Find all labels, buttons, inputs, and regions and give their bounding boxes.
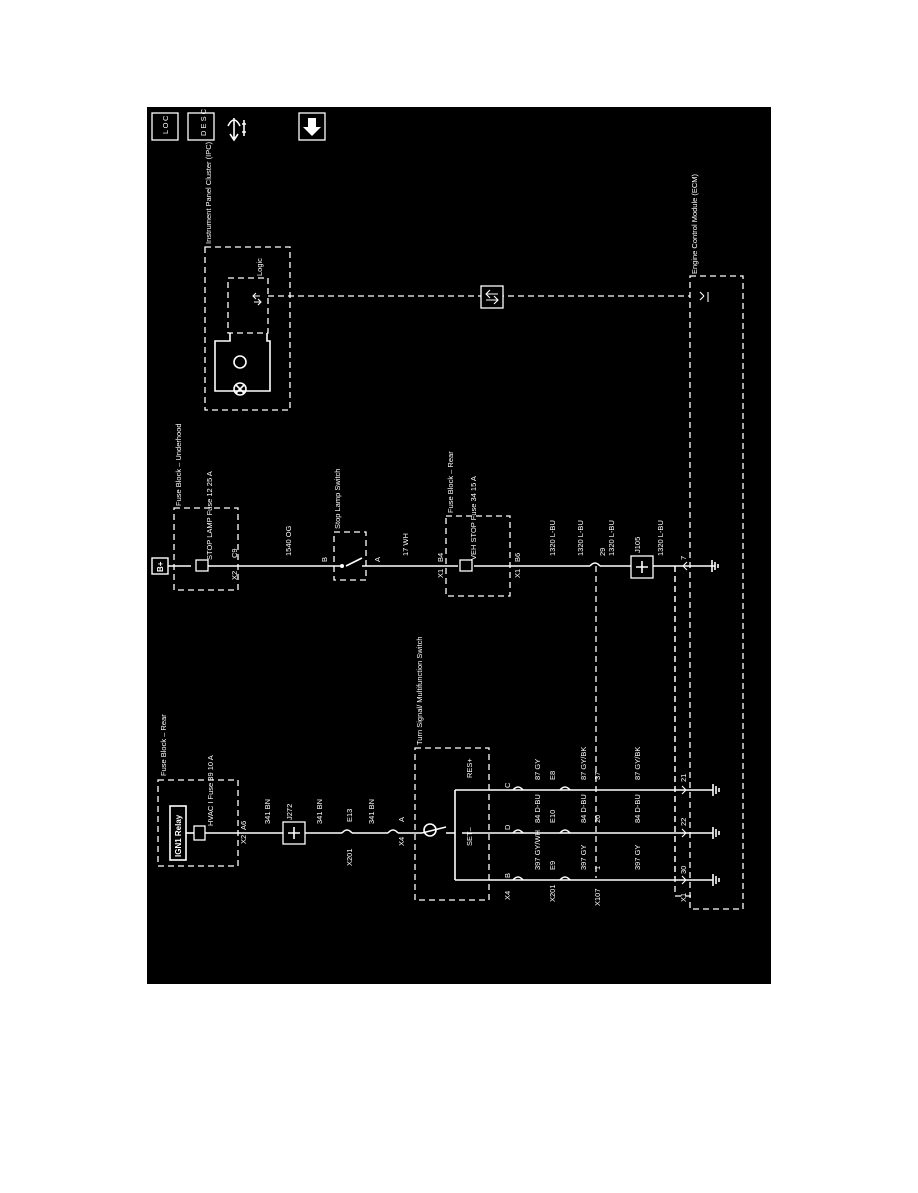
ipc-name: Instrument Panel Cluster (IPC) — [204, 141, 213, 244]
wire-label: B — [503, 873, 512, 878]
wire-label: X1 — [436, 569, 445, 578]
harness-87: 87 GY E8 87 GY/BK 37 87 GY/BK 21 — [490, 747, 710, 791]
splice-j105: J105 — [630, 537, 654, 579]
wire-label: 17 WH — [401, 533, 410, 556]
ecm-name: Engine Control Module (ECM) — [690, 173, 699, 274]
battery-label: B+ — [156, 561, 165, 572]
wire-label: X4 — [397, 837, 406, 846]
stop-lamp-switch: Stop Lamp Switch B A — [320, 469, 388, 581]
wire-label: 84 D-BU — [533, 794, 542, 823]
rear-right-block-label: Fuse Block – Rear — [446, 451, 455, 513]
ipc-logic-label: Logic — [255, 258, 264, 276]
wire-label: 20 — [593, 815, 602, 823]
wire-label: X2 — [230, 571, 239, 580]
harness-397: 397 GY/WH E9 397 GY 1 397 GY 30 — [490, 830, 710, 881]
cruise-indicator-icon — [233, 355, 247, 369]
wire-label: 1540 OG — [284, 525, 293, 556]
wire-label: J272 — [285, 804, 294, 820]
wire-label: B4 — [436, 553, 445, 562]
wire-label: B6 — [513, 553, 522, 562]
wire-label: A — [373, 557, 382, 562]
locator-button[interactable]: L O C — [151, 112, 179, 141]
wire-label: B — [320, 557, 329, 562]
wire-label: 1320 L-BU — [656, 520, 665, 556]
ecm-module: Engine Control Module (ECM) — [689, 173, 744, 910]
wire-label: X201 — [345, 848, 354, 866]
battery-terminal: B+ — [151, 557, 169, 575]
wire-label: 341 BN — [263, 799, 272, 824]
description-label: D E S C — [199, 108, 208, 136]
down-arrow-button[interactable] — [298, 112, 326, 141]
wire-label: 37 — [593, 772, 602, 780]
stop-switch-label: Stop Lamp Switch — [333, 469, 342, 529]
wire-label: J105 — [633, 537, 642, 553]
wire-label: 84 D-BU — [633, 794, 642, 823]
underhood-block-label: Fuse Block – Underhood — [174, 423, 183, 506]
wire-label: E9 — [548, 861, 557, 870]
down-arrow-icon — [303, 118, 321, 136]
wire-label: X107 — [593, 888, 602, 906]
serial-data-icon — [480, 285, 504, 309]
ground-icon — [709, 560, 719, 572]
wire-label: 87 GY — [533, 759, 542, 780]
wire-label: 341 BN — [315, 799, 324, 824]
wire-label: 1320 L-BU — [548, 520, 557, 556]
veh-stop-fuse-icon — [459, 559, 473, 572]
res-label: RES+ — [465, 758, 474, 778]
wire-label: X1 — [679, 893, 688, 902]
wire-label: E13 — [345, 809, 354, 822]
splice-j272: J272 — [282, 804, 306, 845]
wire-label: 7 — [679, 556, 688, 560]
underhood-fuse-label: STOP LAMP Fuse 12 25 A — [205, 471, 214, 560]
wire-label: 397 GY/WH — [533, 830, 542, 870]
wire-label: 84 D-BU — [579, 794, 588, 823]
set-label: SET– — [465, 826, 474, 846]
wire-label: X4 — [503, 891, 512, 900]
ign1-relay-label: IGN1 Relay — [174, 814, 183, 857]
turn-signal-multifunction-switch: Turn Signal/ Multifunction Switch SET– R… — [414, 636, 490, 901]
wire-label: 1320 L-BU — [607, 520, 616, 556]
diagram-panel — [147, 107, 771, 984]
wire-label: D — [503, 824, 512, 830]
wire-label: E10 — [548, 810, 557, 823]
wire-label: 87 GY/BK — [633, 747, 642, 780]
wire-label: 341 BN — [367, 799, 376, 824]
schematic-icon[interactable] — [227, 118, 246, 142]
wire-label: C — [503, 782, 512, 788]
description-button[interactable]: D E S C — [187, 108, 215, 141]
wire-label: A — [397, 817, 406, 822]
turn-switch-label: Turn Signal/ Multifunction Switch — [415, 636, 424, 745]
locator-label: L O C — [161, 115, 170, 134]
wire-label: X1 — [513, 569, 522, 578]
hvac-fuse-label: HVAC I Fuse 39 10 A — [206, 755, 215, 826]
wire-label: E8 — [548, 771, 557, 780]
indicator-lamp-icon — [233, 382, 247, 396]
harness-84: 84 D-BU E10 84 D-BU 20 84 D-BU 22 — [490, 794, 710, 834]
fuse-block-rear-left: Fuse Block – Rear IGN1 Relay HVAC I Fuse… — [157, 714, 248, 867]
fuse-block-rear-right: Fuse Block – Rear VEH STOP Fuse 34 15 A … — [436, 451, 522, 597]
rear-left-block-label: Fuse Block – Rear — [159, 714, 168, 776]
wire-label: 87 GY/BK — [579, 747, 588, 780]
ground-icon-row — [710, 784, 720, 886]
wire-label: 397 GY — [633, 845, 642, 870]
wire-label: 1320 L-BU — [576, 520, 585, 556]
wire-label: 29 — [598, 548, 607, 556]
wire-label: C9 — [230, 548, 239, 558]
ipc-module: Instrument Panel Cluster (IPC) Logic — [204, 141, 690, 411]
wire-label: 22 — [679, 818, 688, 826]
veh-stop-fuse-label: VEH STOP Fuse 34 15 A — [469, 476, 478, 560]
wire-label: 30 — [679, 866, 688, 874]
wire-label: X2 — [239, 835, 248, 844]
wire-label: 21 — [679, 774, 688, 782]
wire-label: A6 — [239, 821, 248, 830]
wire-label: 1 — [593, 866, 602, 870]
wire-label: 397 GY — [579, 845, 588, 870]
wire-label: X201 — [548, 884, 557, 902]
